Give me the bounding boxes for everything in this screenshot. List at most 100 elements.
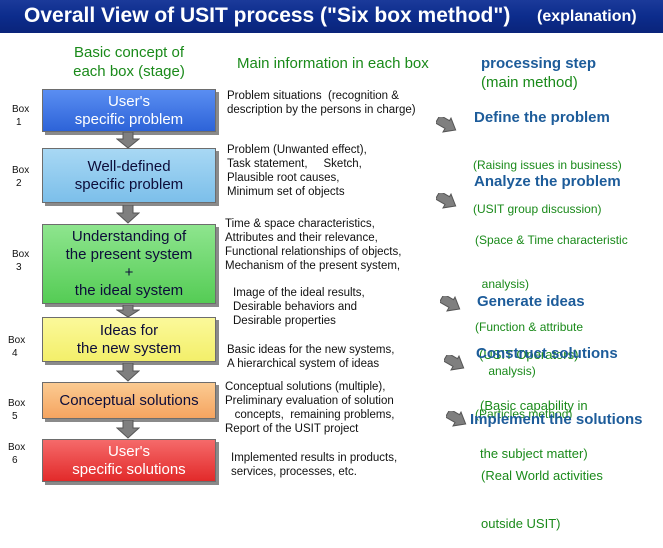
box-label-6: Box 6: [8, 441, 25, 467]
box-label-2: Box 2: [12, 164, 29, 190]
box-label-number: 4: [12, 348, 18, 359]
info-line: Desirable behaviors and: [233, 301, 358, 313]
step-heading-generate: Generate ideas: [477, 293, 585, 310]
info-line: Conceptual solutions (multiple),: [225, 381, 386, 393]
step-header-subtitle: (main method): [481, 74, 578, 91]
down-arrow-icon: [116, 363, 140, 382]
stage-title-line: Understanding of: [71, 228, 187, 245]
info-line: Functional relationships of objects,: [225, 246, 402, 258]
info-line: Implemented results in products,: [231, 452, 398, 464]
info-block-4: Image of the ideal results, Desirable be…: [233, 286, 365, 328]
stage-box-5: Conceptual solutions: [42, 382, 216, 419]
step-details-implement: (Real World activities outside USIT): [481, 436, 603, 548]
stage-title-line: specific problem: [74, 175, 184, 193]
box-label-text: Box: [12, 249, 30, 260]
info-line: Attributes and their relevance,: [225, 232, 378, 244]
box-label-text: Box: [12, 104, 30, 115]
step-heading-implement: Implement the solutions: [470, 411, 643, 428]
info-block-2: Problem (Unwanted effect), Task statemen…: [227, 143, 367, 199]
info-block-5: Basic ideas for the new systems, A hiera…: [227, 343, 394, 371]
info-line: Image of the ideal results,: [233, 287, 365, 299]
info-block-6: Conceptual solutions (multiple), Prelimi…: [225, 380, 394, 436]
stage-title-line: User's: [107, 442, 151, 460]
page-subtitle: (explanation): [537, 8, 637, 25]
concept-column-header: Basic concept of each box (stage): [64, 43, 194, 81]
step-details-construct: (Basic capability in the subject matter): [480, 366, 588, 478]
box-label-number: 2: [16, 178, 22, 189]
step-heading-construct: Construct solutions: [476, 345, 618, 362]
info-line: concepts, remaining problems,: [225, 409, 395, 421]
stage-box-3: Understanding of the present system + th…: [42, 224, 216, 304]
step-detail-line: (USIT group discussion): [473, 201, 602, 216]
info-block-3: Time & space characteristics, Attributes…: [225, 217, 401, 273]
info-line: Time & space characteristics,: [225, 218, 375, 230]
stage-box-2: Well-defined specific problem: [42, 148, 216, 203]
stage-title-line: Conceptual solutions: [59, 391, 199, 409]
box-label-1: Box 1: [12, 103, 29, 129]
concept-header-line: Basic concept of: [73, 44, 185, 61]
info-line: services, processes, etc.: [231, 466, 357, 478]
stage-title-line: User's: [107, 92, 151, 110]
box-label-text: Box: [12, 165, 30, 176]
info-line: Mechanism of the present system,: [225, 260, 401, 272]
stage-title-line: the present system: [65, 246, 193, 263]
info-line: Plausible root causes,: [227, 172, 340, 184]
info-line: Task statement, Sketch,: [227, 158, 362, 170]
step-detail-line: outside USIT): [481, 516, 561, 531]
info-line: Desirable properties: [233, 315, 336, 327]
step-detail-line: (Raising issues in business): [473, 158, 622, 172]
box-label-number: 1: [16, 117, 22, 128]
step-details-generate: (USIT Operators): [479, 315, 578, 379]
step-arrow-icon: [444, 355, 465, 371]
step-header-title: processing step: [481, 55, 597, 72]
box-label-number: 5: [12, 411, 18, 422]
info-line: Preliminary evaluation of solution: [225, 395, 394, 407]
info-block-1: Problem situations (recognition & descri…: [227, 89, 416, 117]
box-label-3: Box 3: [12, 248, 29, 274]
info-line: Minimum set of objects: [227, 186, 345, 198]
info-line: A hierarchical system of ideas: [227, 358, 380, 370]
box-label-number: 3: [16, 262, 22, 273]
step-detail-line: (Basic capability in: [480, 398, 588, 413]
stage-title-line: specific problem: [74, 110, 184, 128]
box-label-text: Box: [8, 335, 26, 346]
box-label-number: 6: [12, 455, 18, 466]
step-arrow-icon: [446, 411, 467, 427]
step-details-define: (Raising issues in business) (USIT group…: [473, 129, 622, 231]
stage-box-4: Ideas for the new system: [42, 317, 216, 362]
info-line: Problem (Unwanted effect),: [227, 144, 367, 156]
step-detail-line: the subject matter): [480, 446, 588, 461]
info-line: Basic ideas for the new systems,: [227, 344, 395, 356]
stage-box-1: User's specific problem: [42, 89, 216, 132]
stage-title-line: specific solutions: [72, 460, 186, 478]
title-bar: Overall View of USIT process ("Six box m…: [0, 0, 663, 33]
page-title: Overall View of USIT process ("Six box m…: [24, 4, 511, 27]
step-details-analyze: (Space & Time characteristic analysis) (…: [475, 204, 628, 436]
down-arrow-icon: [116, 132, 140, 149]
concept-header-line: each box (stage): [73, 63, 185, 80]
stage-title-line: the ideal system: [74, 282, 184, 299]
step-detail-line: analysis): [475, 363, 536, 378]
step-detail-line: (Particles method): [475, 407, 573, 421]
step-heading-analyze: Analyze the problem: [474, 173, 621, 190]
box-label-text: Box: [8, 398, 26, 409]
step-detail-line: (Function & attribute: [475, 320, 584, 334]
stage-title-line: Ideas for: [99, 321, 159, 339]
step-arrow-icon: [436, 117, 457, 133]
info-line: description by the persons in charge): [227, 104, 416, 116]
down-arrow-icon: [116, 305, 140, 318]
stage-title-line: +: [124, 264, 134, 281]
step-detail-line: (Space & Time characteristic: [475, 233, 628, 247]
step-arrow-icon: [440, 296, 461, 312]
info-line: Report of the USIT project: [225, 423, 359, 435]
stage-title-line: Well-defined: [87, 157, 171, 175]
down-arrow-icon: [116, 420, 140, 439]
step-heading-define: Define the problem: [474, 109, 610, 126]
box-label-4: Box 4: [8, 334, 25, 360]
step-detail-line: (USIT Operators): [479, 347, 579, 362]
info-line: Problem situations (recognition &: [227, 90, 399, 102]
info-column-header: Main information in each box: [237, 55, 429, 72]
step-arrow-icon: [436, 193, 457, 209]
info-block-7: Implemented results in products, service…: [231, 451, 397, 479]
stage-box-6: User's specific solutions: [42, 439, 216, 482]
